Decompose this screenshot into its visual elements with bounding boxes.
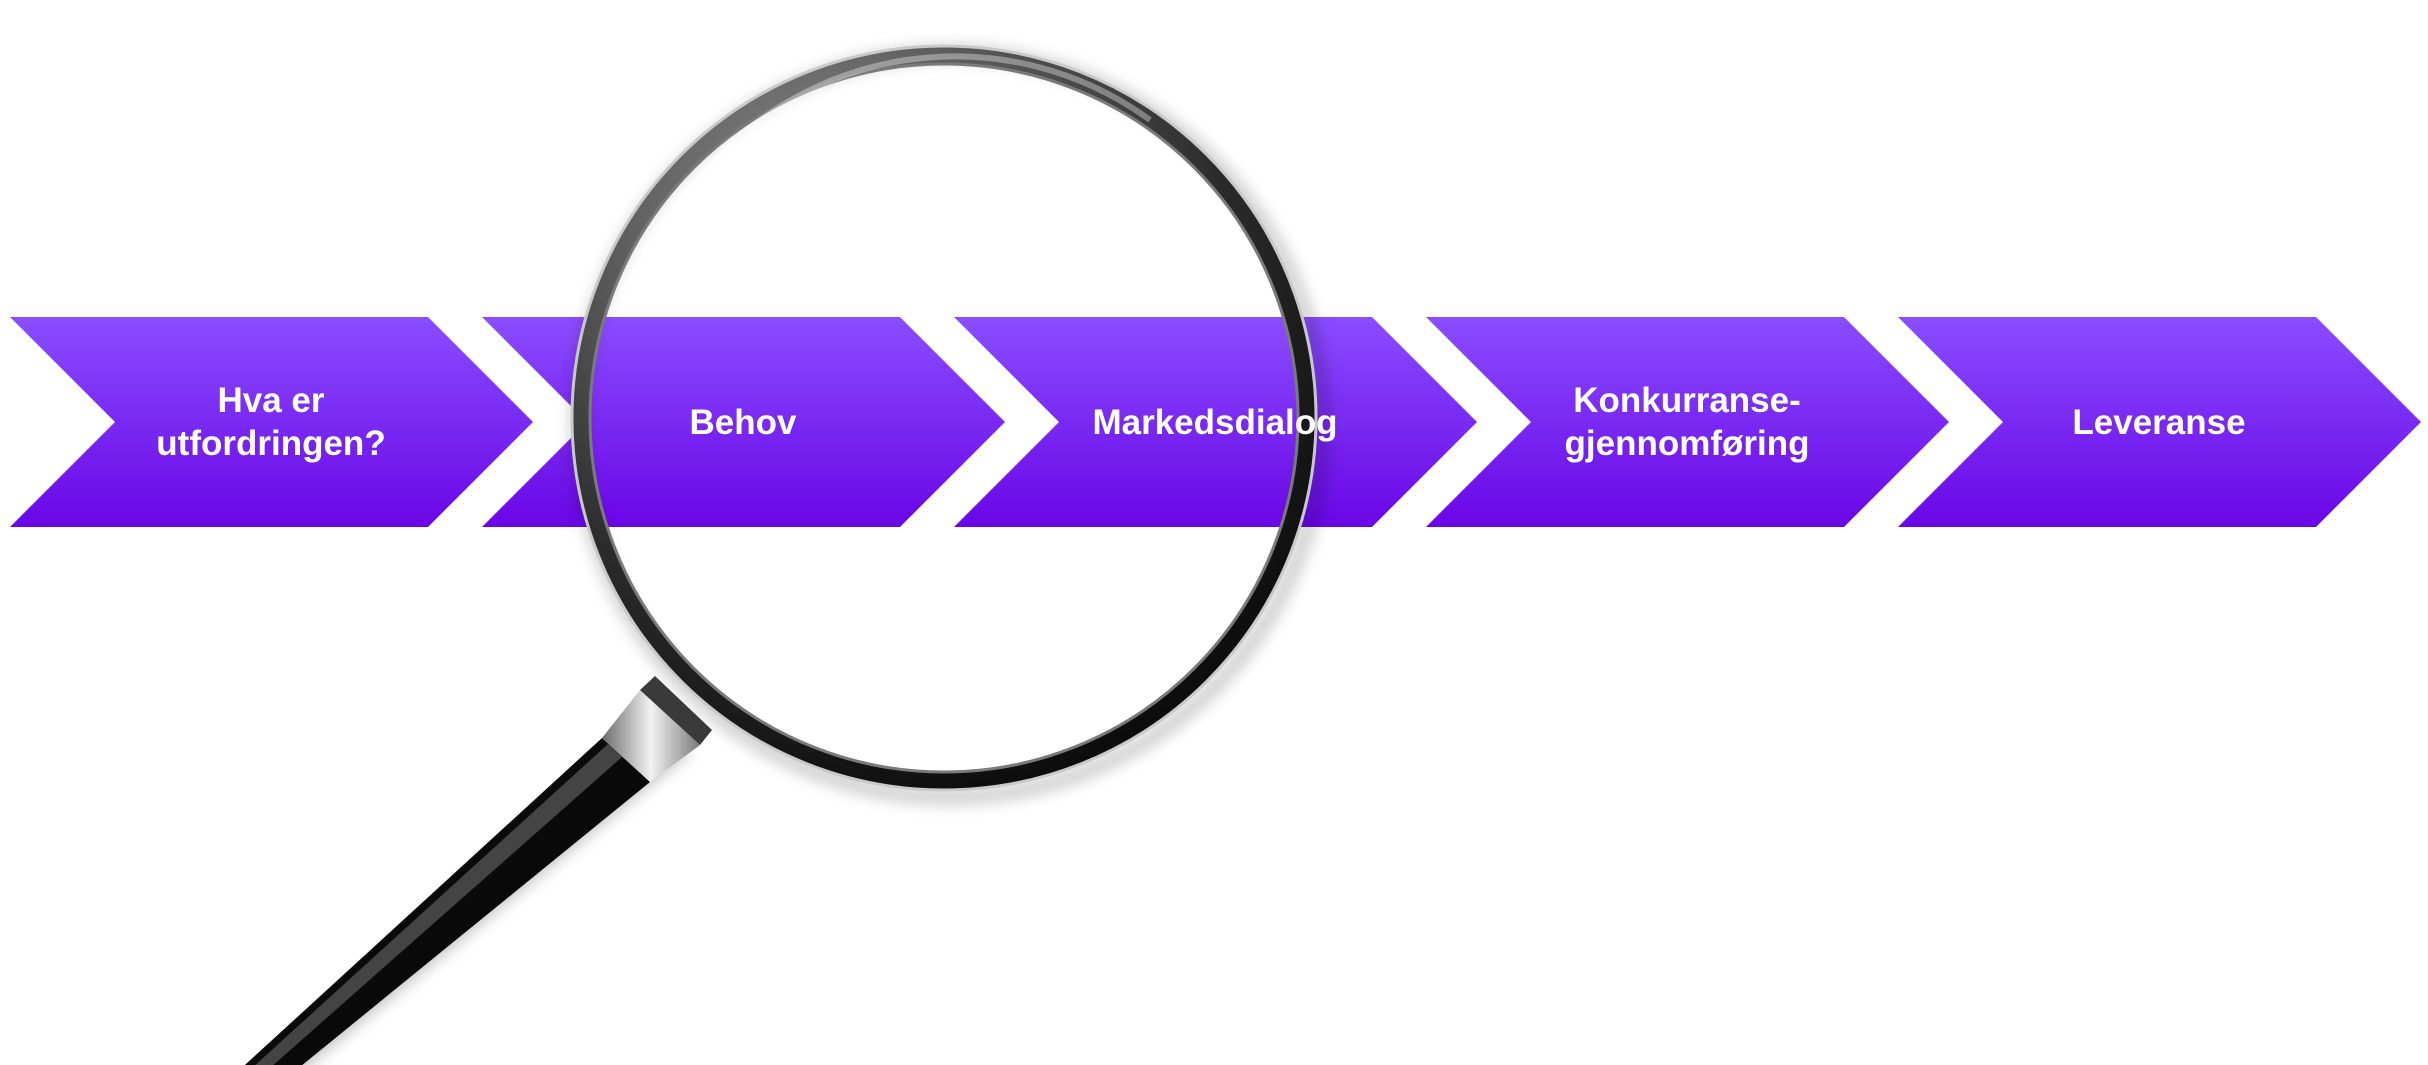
magnifier-rim (571, 45, 1317, 791)
chevron-step-2 (482, 317, 1005, 527)
magnifier-handle (244, 676, 712, 1065)
chevron-step-1 (10, 317, 533, 527)
chevron-step-4 (1426, 317, 1949, 527)
chevron-row (10, 317, 2421, 527)
chevron-step-3 (954, 317, 1477, 527)
chevron-step-5 (1898, 317, 2421, 527)
magnifying-glass-icon (244, 44, 1328, 1065)
